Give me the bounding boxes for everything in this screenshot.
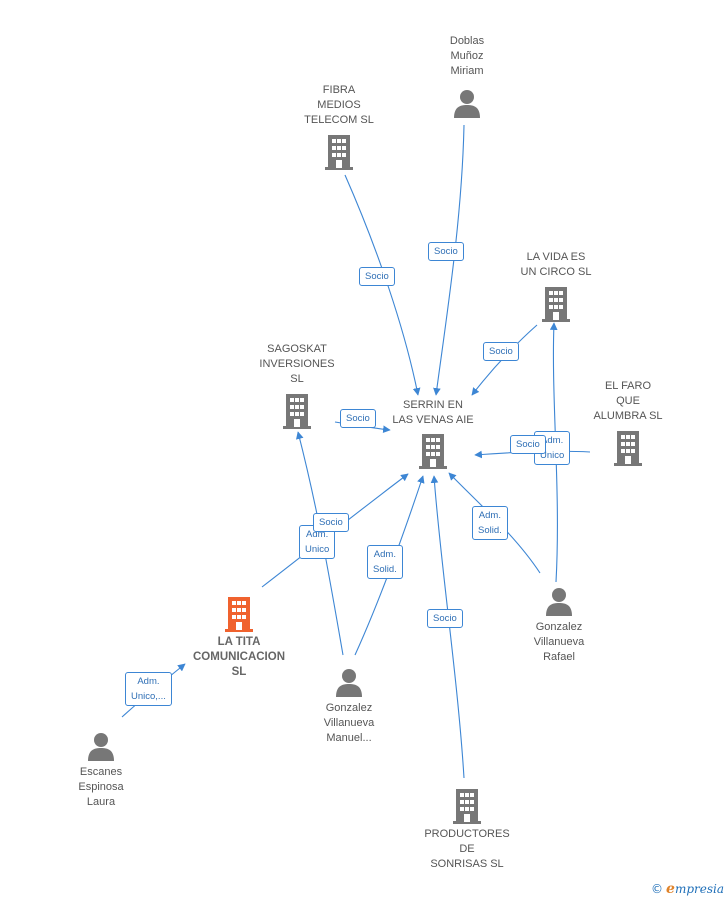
- building-icon: [325, 135, 353, 170]
- building-icon: [283, 394, 311, 429]
- node-label: PRODUCTORES DE SONRISAS SL: [424, 828, 510, 870]
- edge-label-socio[interactable]: Socio: [359, 267, 395, 286]
- building-icon: [453, 789, 481, 824]
- building-icon: [614, 431, 642, 466]
- building-icon: [542, 287, 570, 322]
- node-label: EL FARO QUE ALUMBRA SL: [593, 380, 663, 422]
- edge-label-socio[interactable]: Socio: [340, 409, 376, 428]
- edge-label-socio[interactable]: Socio: [313, 513, 349, 532]
- node-label: LA VIDA ES UN CIRCO SL: [520, 251, 592, 278]
- node-label: Gonzalez Villanueva Manuel...: [323, 702, 375, 744]
- person-icon: [336, 669, 362, 697]
- edge-label-adm-solid[interactable]: Adm. Solid.: [472, 506, 508, 540]
- edge-label-socio[interactable]: Socio: [427, 609, 463, 628]
- person-icon: [546, 588, 572, 616]
- person-icon: [88, 733, 114, 761]
- edge-fibra-serrin: [344, 174, 421, 396]
- edge-label-adm-solid[interactable]: Adm. Solid.: [367, 545, 403, 579]
- node-label: SAGOSKAT INVERSIONES SL: [259, 343, 335, 385]
- node-label: SERRIN EN LAS VENAS AIE: [392, 399, 474, 426]
- edge-label-socio[interactable]: Socio: [428, 242, 464, 261]
- edge-label-adm-unico-trunc[interactable]: Adm. Unico,...: [125, 672, 172, 706]
- person-icon: [454, 90, 480, 118]
- brand-name: mpresia: [674, 882, 724, 896]
- node-label: FIBRA MEDIOS TELECOM SL: [304, 84, 374, 126]
- node-label: Escanes Espinosa Laura: [78, 766, 124, 808]
- node-label: LA TITA COMUNICACION SL: [193, 636, 285, 678]
- edge-label-socio[interactable]: Socio: [510, 435, 546, 454]
- edge-label-socio[interactable]: Socio: [483, 342, 519, 361]
- node-label: Doblas Muñoz Miriam: [449, 35, 485, 77]
- brand-watermark: ©empresia: [651, 881, 724, 897]
- building-icon: [419, 434, 447, 469]
- building-icon: [225, 597, 253, 632]
- node-label: Gonzalez Villanueva Rafael: [533, 621, 585, 663]
- brand-initial: e: [666, 881, 675, 897]
- copyright-icon: ©: [651, 882, 664, 896]
- edge-doblas-serrin: [433, 124, 465, 396]
